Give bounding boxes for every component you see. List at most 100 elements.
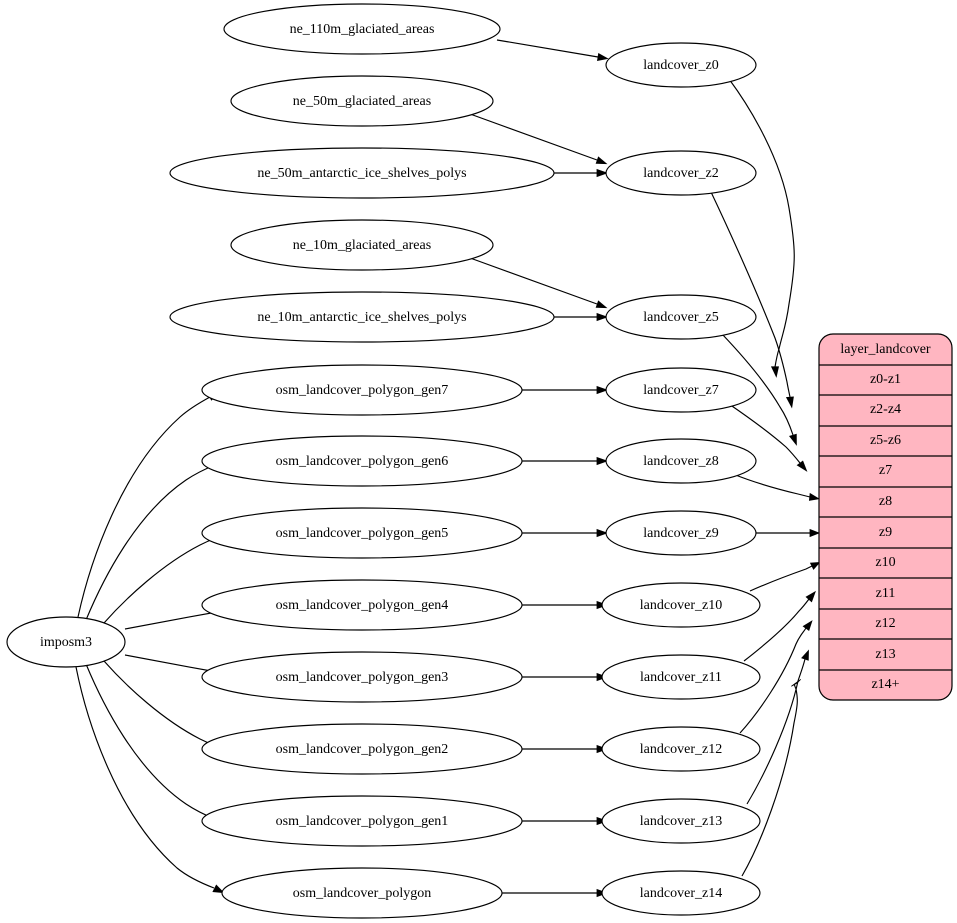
arrowhead bbox=[596, 456, 609, 466]
node-landcover_z12[interactable]: landcover_z12 bbox=[601, 726, 761, 772]
node-imposm3[interactable]: imposm3 bbox=[6, 616, 126, 668]
node-landcover_z10[interactable]: landcover_z10 bbox=[601, 582, 761, 628]
record-header-label: layer_landcover bbox=[840, 342, 931, 357]
record-row-label-z5-z6: z5-z6 bbox=[870, 433, 901, 448]
node-landcover_z11[interactable]: landcover_z11 bbox=[601, 654, 761, 700]
node-ne_50m_glaciated_areas[interactable]: ne_50m_glaciated_areas bbox=[230, 75, 494, 127]
edge-z5-to-row-z5z6 bbox=[721, 333, 794, 436]
record-node-layer_landcover[interactable]: layer_landcover z0-z1 z2-z4 z5-z6 z7 z8 … bbox=[818, 333, 953, 701]
edge-z13-to-row-z13 bbox=[746, 658, 806, 805]
node-label: osm_landcover_polygon_gen2 bbox=[276, 742, 449, 757]
node-label: osm_landcover_polygon_gen5 bbox=[276, 526, 449, 541]
node-landcover_z9[interactable]: landcover_z9 bbox=[605, 510, 757, 556]
arrowhead bbox=[785, 396, 794, 409]
node-label: landcover_z10 bbox=[640, 598, 722, 613]
arrowhead bbox=[802, 620, 813, 631]
node-osm_landcover_polygon_gen6[interactable]: osm_landcover_polygon_gen6 bbox=[201, 435, 523, 487]
record-row-label-z10: z10 bbox=[875, 555, 895, 570]
node-ne_10m_antarctic_ice_shelves_polys[interactable]: ne_10m_antarctic_ice_shelves_polys bbox=[169, 291, 555, 343]
node-osm_landcover_polygon_gen4[interactable]: osm_landcover_polygon_gen4 bbox=[201, 579, 523, 631]
edge-z7-to-row-z7 bbox=[728, 403, 801, 464]
node-label: ne_10m_glaciated_areas bbox=[293, 238, 431, 253]
node-ne_10m_glaciated_areas[interactable]: ne_10m_glaciated_areas bbox=[230, 219, 494, 271]
node-label: landcover_z12 bbox=[640, 742, 722, 757]
edge-imposm3-to-gen1 bbox=[85, 663, 216, 820]
node-label: ne_110m_glaciated_areas bbox=[290, 22, 435, 37]
record-row-label-z14plus: z14+ bbox=[871, 677, 899, 692]
edge-z12-to-row-z12 bbox=[739, 627, 807, 734]
node-label: landcover_z2 bbox=[643, 166, 718, 181]
node-osm_landcover_polygon_gen3[interactable]: osm_landcover_polygon_gen3 bbox=[201, 651, 523, 703]
node-label: landcover_z5 bbox=[643, 310, 718, 325]
edge-z0-to-row-z0z1 bbox=[728, 78, 795, 368]
node-label: landcover_z9 bbox=[643, 526, 718, 541]
node-landcover_z13[interactable]: landcover_z13 bbox=[601, 798, 761, 844]
arrowhead bbox=[809, 528, 821, 538]
edge-ne110m-to-z0 bbox=[496, 39, 599, 58]
edge-z14-to-row-z14plus bbox=[741, 683, 798, 877]
arrowhead bbox=[770, 366, 779, 378]
node-osm_landcover_polygon_gen5[interactable]: osm_landcover_polygon_gen5 bbox=[201, 507, 523, 559]
node-label: osm_landcover_polygon_gen4 bbox=[276, 598, 449, 613]
node-label: landcover_z13 bbox=[640, 814, 722, 829]
record-row-label-z9: z9 bbox=[879, 525, 892, 540]
node-label: ne_50m_antarctic_ice_shelves_polys bbox=[257, 166, 466, 181]
node-landcover_z2[interactable]: landcover_z2 bbox=[605, 150, 757, 196]
node-label: landcover_z11 bbox=[640, 670, 722, 685]
edge-ne10mglac-to-z5 bbox=[469, 257, 598, 305]
nodes-layer: ne_110m_glaciated_areas ne_50m_glaciated… bbox=[6, 3, 761, 919]
node-osm_landcover_polygon_gen7[interactable]: osm_landcover_polygon_gen7 bbox=[201, 364, 523, 416]
node-label: osm_landcover_polygon_gen1 bbox=[276, 814, 449, 829]
arrowhead bbox=[596, 385, 609, 395]
edge-imposm3-to-polygon bbox=[75, 666, 215, 889]
node-landcover_z14[interactable]: landcover_z14 bbox=[601, 870, 761, 916]
node-label: osm_landcover_polygon_gen7 bbox=[276, 383, 449, 398]
record-row-label-z13: z13 bbox=[875, 647, 895, 662]
node-label: landcover_z7 bbox=[643, 383, 718, 398]
arrowhead bbox=[809, 562, 821, 570]
edge-imposm3-to-gen6 bbox=[85, 464, 216, 621]
arrowhead bbox=[789, 433, 797, 446]
edge-z10-to-row-z10 bbox=[749, 565, 813, 592]
record-row-label-z11: z11 bbox=[876, 586, 896, 601]
record-row-label-z8: z8 bbox=[879, 494, 892, 509]
record-row-label-z0-z1: z0-z1 bbox=[870, 372, 901, 387]
arrowhead bbox=[595, 156, 608, 165]
arrowhead bbox=[596, 528, 609, 538]
record-row-label-z7: z7 bbox=[879, 463, 892, 478]
arrowhead bbox=[808, 492, 820, 501]
node-landcover_z7[interactable]: landcover_z7 bbox=[605, 367, 757, 413]
node-osm_landcover_polygon_gen2[interactable]: osm_landcover_polygon_gen2 bbox=[201, 723, 523, 775]
node-landcover_z5[interactable]: landcover_z5 bbox=[605, 294, 757, 340]
node-ne_110m_glaciated_areas[interactable]: ne_110m_glaciated_areas bbox=[223, 3, 501, 55]
node-label: osm_landcover_polygon_gen3 bbox=[276, 670, 449, 685]
arrowhead bbox=[212, 884, 225, 894]
edge-z8-to-row-z8 bbox=[732, 473, 811, 498]
node-landcover_z0[interactable]: landcover_z0 bbox=[605, 42, 757, 88]
node-osm_landcover_polygon[interactable]: osm_landcover_polygon bbox=[221, 867, 503, 919]
arrowhead bbox=[801, 649, 809, 661]
arrowhead bbox=[596, 312, 609, 322]
edge-z2-to-row-z2z4 bbox=[710, 191, 791, 398]
arrowhead bbox=[791, 679, 801, 687]
node-ne_50m_antarctic_ice_shelves_polys[interactable]: ne_50m_antarctic_ice_shelves_polys bbox=[169, 147, 555, 199]
node-label: ne_50m_glaciated_areas bbox=[293, 94, 431, 109]
node-label: landcover_z8 bbox=[643, 454, 718, 469]
node-landcover_z8[interactable]: landcover_z8 bbox=[605, 438, 757, 484]
node-label: osm_landcover_polygon bbox=[293, 886, 431, 901]
arrowhead bbox=[595, 300, 608, 309]
node-label: landcover_z14 bbox=[640, 886, 722, 901]
arrowhead bbox=[796, 460, 808, 472]
node-label: ne_10m_antarctic_ice_shelves_polys bbox=[257, 310, 466, 325]
edge-imposm3-to-gen7 bbox=[77, 396, 211, 618]
arrowhead bbox=[597, 52, 609, 61]
node-label: osm_landcover_polygon_gen6 bbox=[276, 454, 449, 469]
edge-z11-to-row-z11 bbox=[743, 598, 810, 662]
node-label: landcover_z0 bbox=[643, 58, 718, 73]
node-label: imposm3 bbox=[40, 635, 92, 650]
edge-ne50mglac-to-z2 bbox=[469, 113, 598, 161]
node-osm_landcover_polygon_gen1[interactable]: osm_landcover_polygon_gen1 bbox=[201, 795, 523, 847]
record-row-label-z2-z4: z2-z4 bbox=[870, 402, 901, 417]
arrowhead bbox=[805, 590, 816, 603]
